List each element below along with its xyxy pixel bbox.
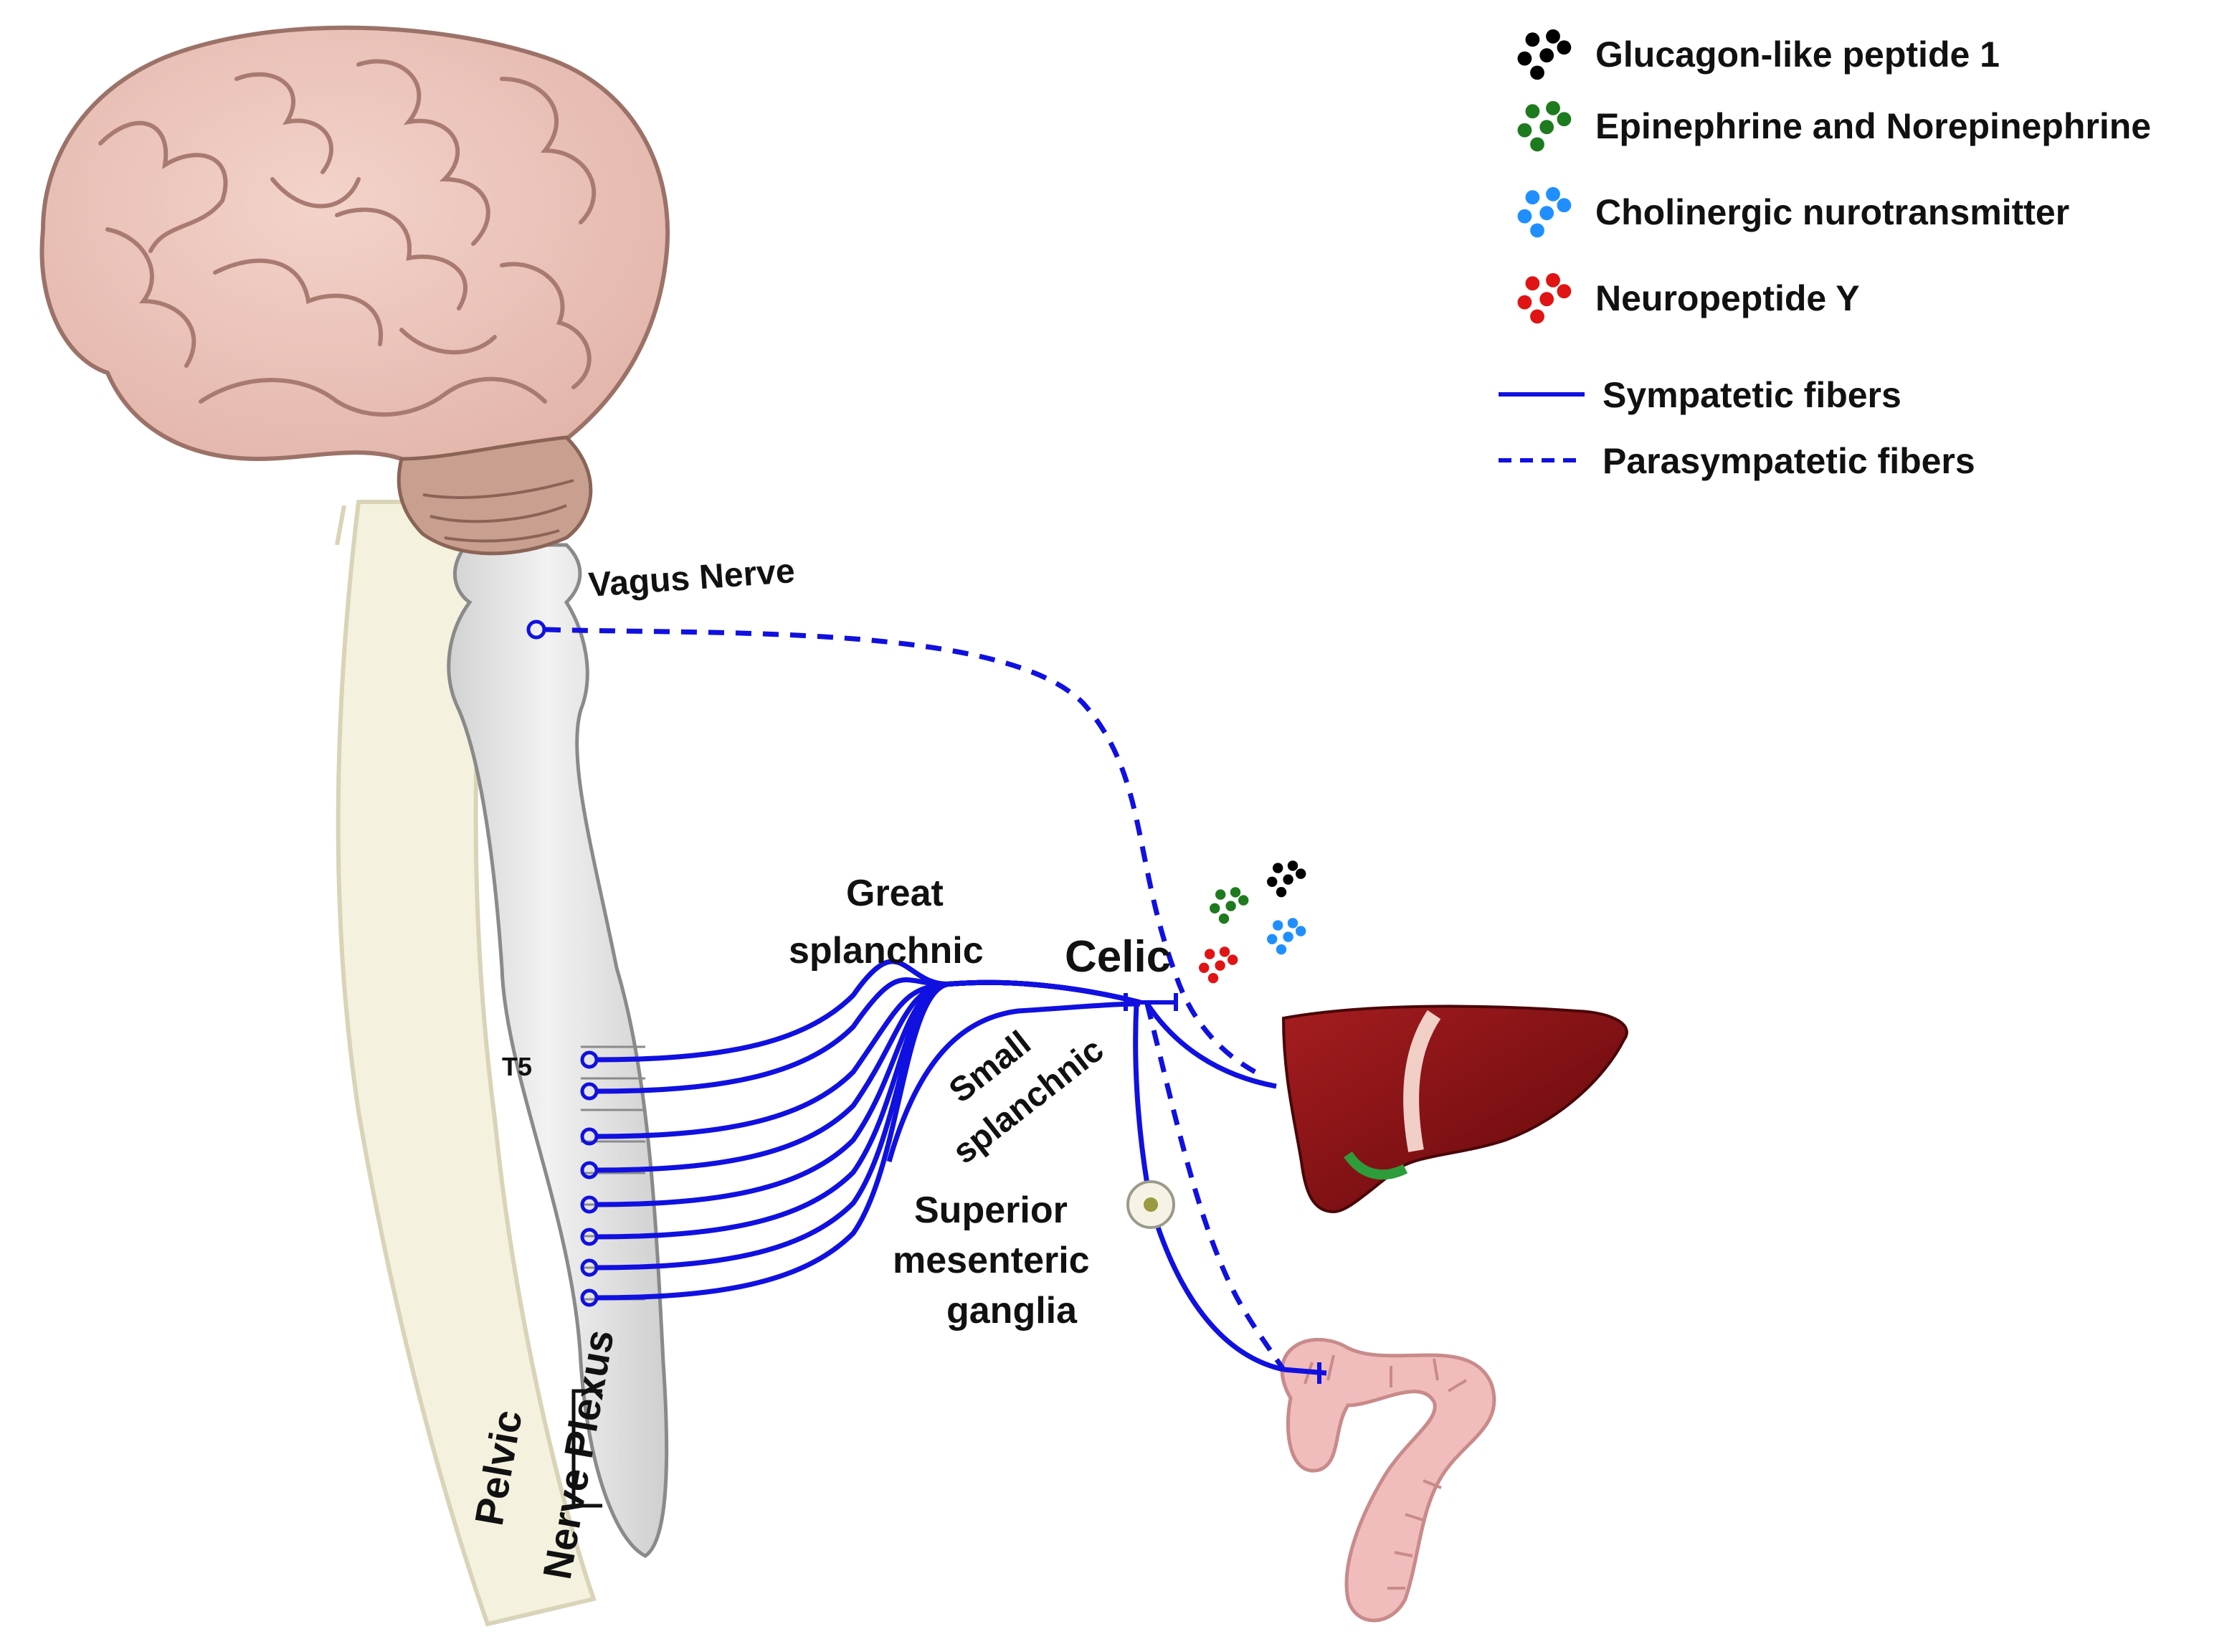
neuron-terminal-icon [580, 1288, 599, 1307]
neuron-terminal-icon [580, 1161, 599, 1179]
dots-blue-icon [1517, 186, 1572, 238]
superior-mesenteric-label-line3: ganglia [946, 1290, 1078, 1331]
liver-illustration [1281, 1005, 1628, 1214]
sympathetic-fiber-line [594, 979, 1141, 1301]
dots-red-icon [1199, 946, 1238, 984]
great-splanchnic-label-line2: splanchnic [789, 930, 984, 972]
dots-blue-icon [1267, 918, 1306, 955]
neuron-terminal-icon [580, 1050, 599, 1069]
neuron-terminal-icon [580, 1082, 599, 1101]
small-splanchnic-fiber [886, 1001, 1141, 1162]
celiac-branches [1124, 993, 1327, 1384]
legend-label: Cholinergic nurotransmitter [1595, 192, 2069, 232]
vagus-nerve-label: Vagus Nerve [587, 552, 796, 604]
neuron-terminal-icon [580, 1258, 599, 1277]
colon-illustration [1280, 1337, 1496, 1623]
legend-line-label: Sympatetic fibers [1603, 375, 1901, 415]
dots-green-icon [1517, 100, 1572, 152]
neuron-terminal-icon [580, 1127, 599, 1146]
superior-mesenteric-label-line2: mesenteric [893, 1240, 1090, 1281]
neurotransmitter-clusters [1199, 860, 1306, 984]
legend-label: Epinephrine and Norepinephrine [1595, 106, 2151, 146]
legend: Glucagon-like peptide 1 Epinephrine and N… [1499, 29, 2151, 481]
dots-black-icon [1517, 29, 1572, 80]
dots-black-icon [1267, 860, 1306, 898]
celic-label: Celic [1065, 932, 1171, 982]
pelvic-bracket [571, 1389, 602, 1508]
t5-label: T5 [502, 1052, 532, 1081]
legend-label: Glucagon-like peptide 1 [1595, 34, 2000, 75]
sympathetic-fibers [580, 959, 1141, 1307]
brain-illustration [39, 25, 670, 556]
dots-green-icon [1210, 887, 1249, 924]
great-splanchnic-label-line1: Great [846, 873, 944, 914]
neuron-terminal-icon [580, 1228, 599, 1246]
legend-label: Neuropeptide Y [1595, 278, 1860, 318]
superior-mesenteric-label-line1: Superior [914, 1190, 1068, 1231]
neuron-terminal-icon [580, 1195, 599, 1214]
dots-red-icon [1517, 272, 1572, 324]
vagus-nerve-fiber [526, 620, 1286, 1371]
legend-line-label: Parasympatetic fibers [1603, 441, 1975, 481]
